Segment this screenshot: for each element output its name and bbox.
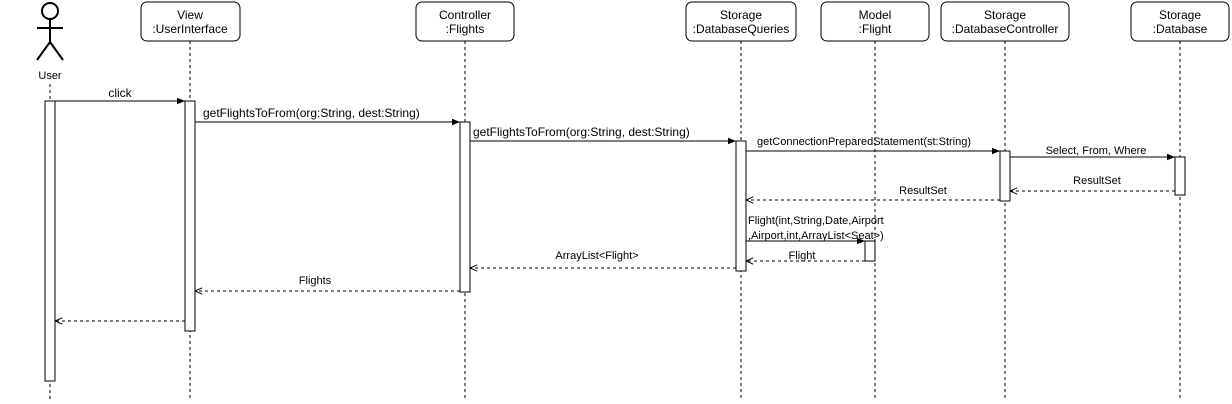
activation-dbcontroller xyxy=(999,150,1011,202)
activation-user xyxy=(44,100,56,382)
message-label: click xyxy=(108,86,132,100)
message-label: Select, From, Where xyxy=(1046,145,1147,157)
message-flights-return: Flights xyxy=(195,275,460,291)
message-getflightstofrom-view: getFlightsToFrom(org:String, dest:String… xyxy=(195,106,460,126)
activation-database xyxy=(1174,156,1186,196)
message-label: Flight xyxy=(789,250,816,262)
actor-leg-left xyxy=(36,41,51,61)
actor-leg-right xyxy=(49,41,64,61)
participant-name: :UserInterface xyxy=(152,22,228,36)
participant-database: Storage :Database xyxy=(1130,1,1230,42)
message-arraylist-return: ArrayList<Flight> xyxy=(470,250,736,268)
actor-user: User xyxy=(36,2,64,82)
participant-name: :Database xyxy=(1153,22,1208,36)
message-resultset-database: ResultSet xyxy=(1010,175,1175,191)
participant-stereotype: Controller xyxy=(439,8,491,22)
activation-controller xyxy=(459,121,471,293)
activations xyxy=(44,100,1186,382)
message-label-line1: Flight(int,String,Date,Airport xyxy=(748,215,884,227)
message-getconnection: getConnectionPreparedStatement(st:String… xyxy=(746,136,1000,155)
participant-stereotype: View xyxy=(177,8,203,22)
participant-name: :DatabaseController xyxy=(952,22,1059,36)
message-label: Flights xyxy=(299,275,332,287)
participant-controller: Controller :Flights xyxy=(415,1,515,42)
message-label: getFlightsToFrom(org:String, dest:String… xyxy=(473,125,690,139)
participant-stereotype: Storage xyxy=(984,8,1026,22)
message-label: ArrayList<Flight> xyxy=(555,250,638,262)
participant-model: Model :Flight xyxy=(820,1,930,42)
participant-name: :DatabaseQueries xyxy=(693,22,790,36)
message-label: ResultSet xyxy=(1073,175,1121,187)
lifelines xyxy=(49,41,1181,400)
participant-name: :Flight xyxy=(859,22,892,36)
message-flight-return: Flight xyxy=(746,250,865,262)
message-click: click xyxy=(55,86,185,105)
message-label: getConnectionPreparedStatement(st:String… xyxy=(757,136,971,148)
message-label: getFlightsToFrom(org:String, dest:String… xyxy=(203,106,420,120)
participant-name: :Flights xyxy=(446,22,485,36)
activation-view xyxy=(184,100,196,332)
participant-stereotype: Model xyxy=(859,8,892,22)
message-resultset-dbcontroller: ResultSet xyxy=(746,185,1000,200)
message-label: ResultSet xyxy=(899,185,947,197)
message-flight-constructor: Flight(int,String,Date,Airport ,Airport,… xyxy=(746,215,884,245)
message-label-line2: ,Airport,int,ArrayList<Seat>) xyxy=(748,230,884,242)
activation-queries xyxy=(735,140,747,272)
activation-model xyxy=(864,240,876,262)
message-select: Select, From, Where xyxy=(1010,145,1175,161)
participant-stereotype: Storage xyxy=(1159,8,1201,22)
participant-view: View :UserInterface xyxy=(140,1,241,42)
participant-queries: Storage :DatabaseQueries xyxy=(685,1,797,42)
participant-stereotype: Storage xyxy=(720,8,762,22)
actor-label: User xyxy=(38,70,62,82)
participant-dbcontroller: Storage :DatabaseController xyxy=(940,1,1070,42)
actor-head xyxy=(41,2,59,20)
message-getflightstofrom-controller: getFlightsToFrom(org:String, dest:String… xyxy=(470,125,736,145)
